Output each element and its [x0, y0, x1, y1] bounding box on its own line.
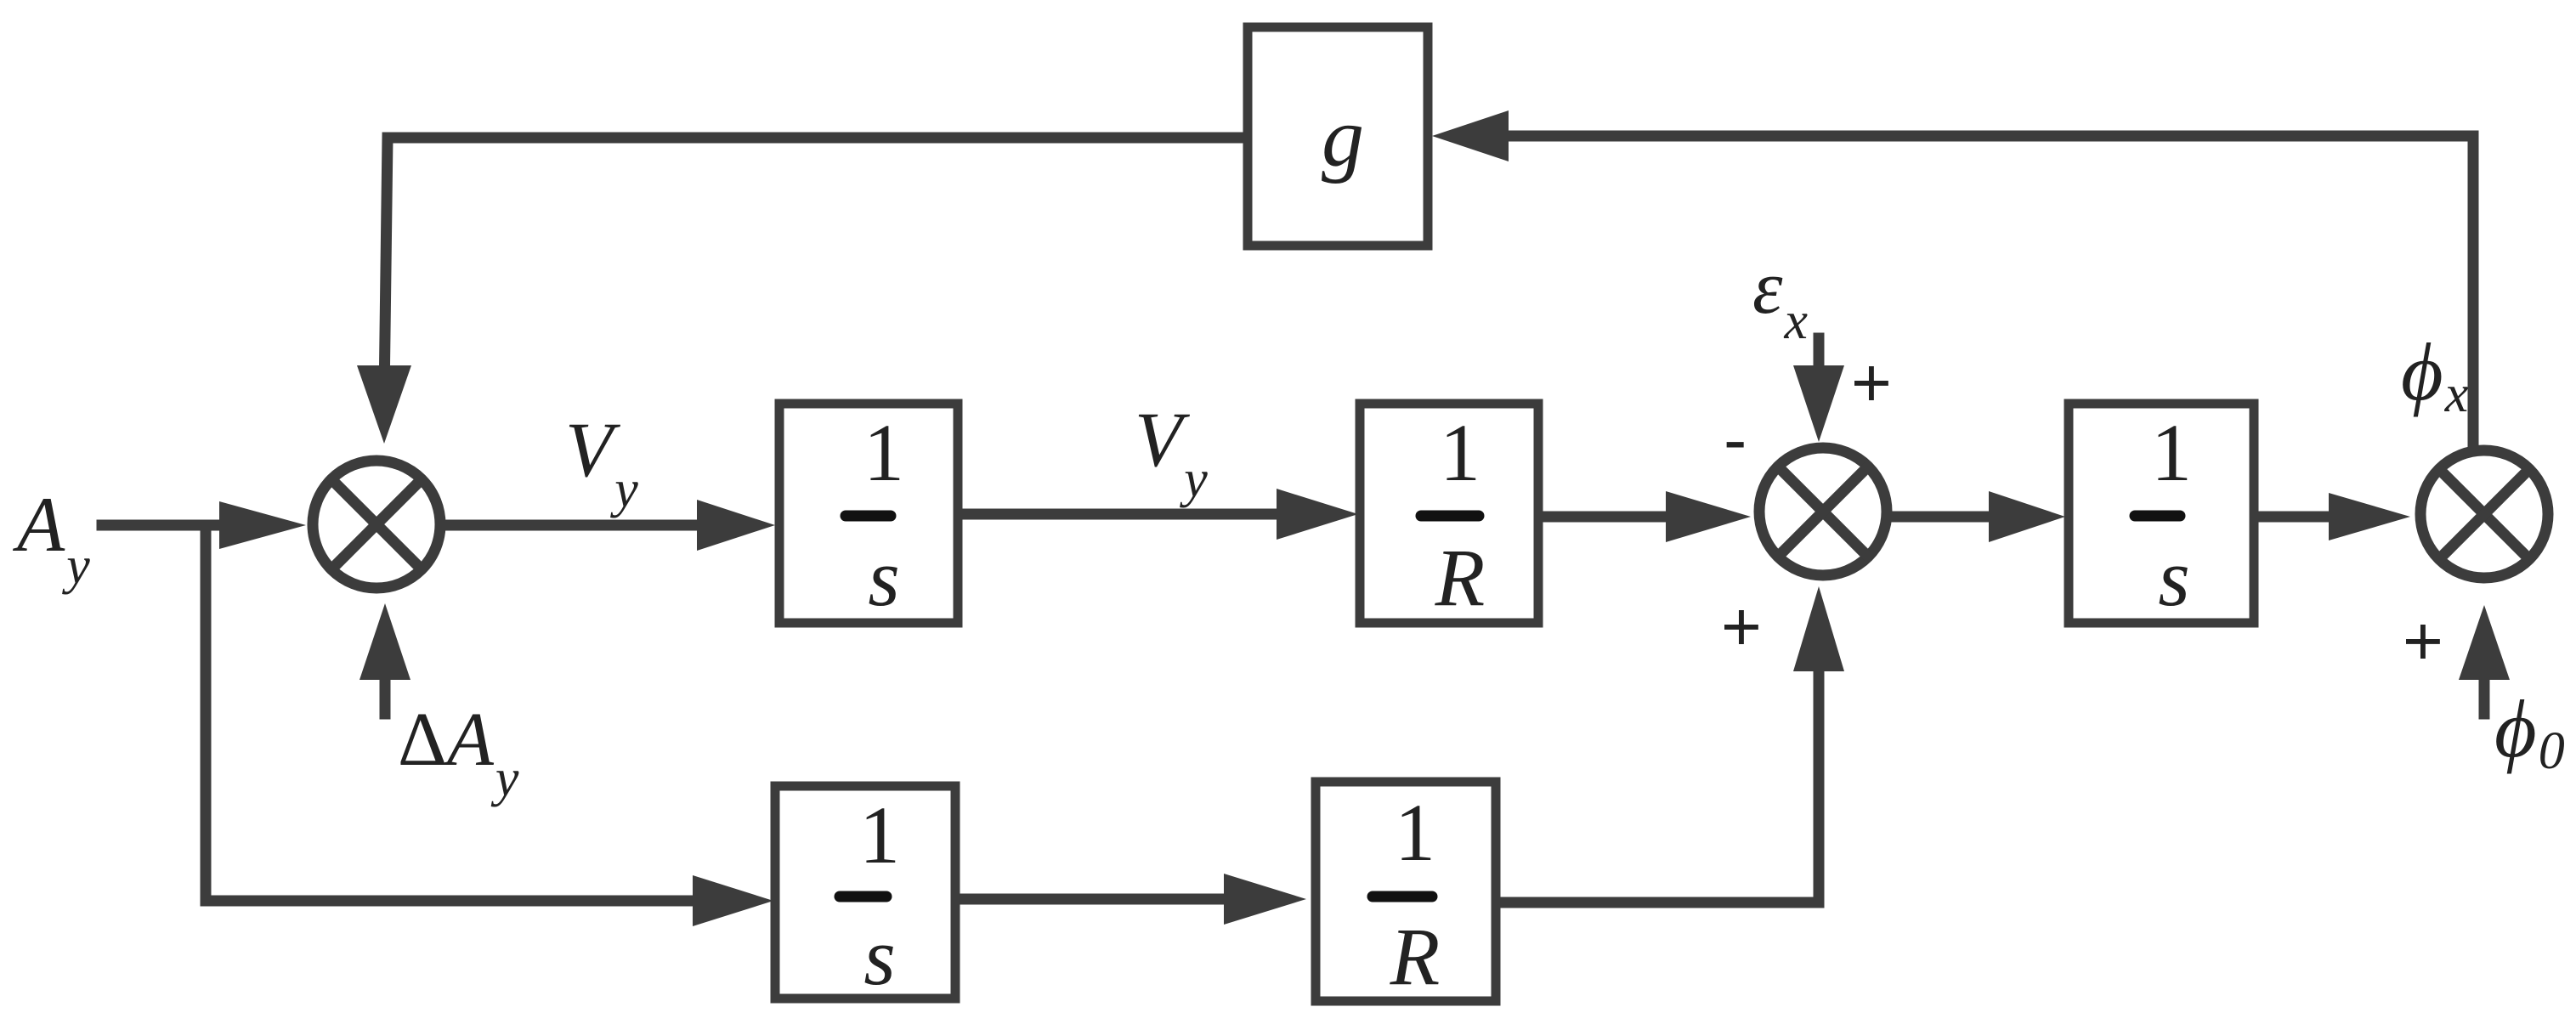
initial-signal-label: ϕ0: [2494, 683, 2565, 780]
disturbance-signal-label: ΔAy: [398, 698, 519, 807]
integrator-block-top: 1 s: [774, 399, 963, 628]
integrator-right-denominator: s: [2158, 532, 2189, 623]
arrow-into-radius-bottom: [1224, 874, 1306, 925]
arrow-into-integrator-right: [1989, 491, 2065, 542]
summing-junction-2: [1753, 442, 1893, 581]
error-signal-label: εx: [1752, 246, 1808, 350]
summing-junction-1: [307, 455, 446, 594]
arrow-into-sum2-top: [1793, 365, 1844, 442]
radius-top-denominator: R: [1435, 532, 1486, 623]
radius-bottom-numerator: 1: [1395, 787, 1435, 878]
velocity-signal-label-2: Vy: [1135, 396, 1208, 508]
arrowheads: [219, 110, 2510, 926]
summing-junction-3: [2415, 444, 2554, 584]
integrator-right-numerator: 1: [2151, 407, 2192, 498]
sum2-bottom-sign: +: [1721, 588, 1762, 665]
sum2-left-sign: -: [1724, 401, 1747, 478]
sum2-top-sign: +: [1851, 344, 1892, 421]
sum3-bottom-sign: +: [2403, 603, 2443, 680]
arrow-into-sum1-bottom: [360, 603, 410, 680]
radius-bottom-denominator: R: [1390, 911, 1441, 1002]
arrow-into-sum3-left: [2329, 493, 2410, 540]
arrow-into-radius-top: [1277, 489, 1358, 540]
integrator-block-right: 1 s: [2064, 399, 2259, 628]
arrow-into-integrator-bottom: [693, 875, 773, 926]
arrow-into-sum2-bottom: [1793, 586, 1844, 671]
radius-block-bottom: 1 R: [1311, 777, 1501, 1006]
radius-block-top: 1 R: [1355, 399, 1543, 628]
integrator-bottom-numerator: 1: [859, 789, 900, 880]
integrator-top-denominator: s: [868, 532, 899, 623]
arrow-into-sum3-bottom: [2459, 605, 2510, 680]
arrow-into-integrator-top: [697, 500, 775, 551]
arrow-into-sum1-left: [219, 501, 306, 549]
radius-top-numerator: 1: [1440, 407, 1480, 498]
arrow-into-sum1-top: [357, 365, 411, 444]
velocity-signal-label-1: Vy: [565, 406, 638, 518]
integrator-top-numerator: 1: [863, 407, 904, 498]
integrator-block-bottom: 1 s: [770, 781, 960, 1004]
input-signal-label: Ay: [12, 481, 90, 595]
gain-block-g: g: [1243, 22, 1433, 251]
integrator-bottom-denominator: s: [863, 911, 895, 1002]
gain-label: g: [1322, 90, 1364, 184]
output-signal-label: ϕx: [2401, 326, 2469, 423]
arrow-into-g-block: [1432, 110, 1509, 161]
arrow-into-sum2-left: [1666, 491, 1751, 542]
